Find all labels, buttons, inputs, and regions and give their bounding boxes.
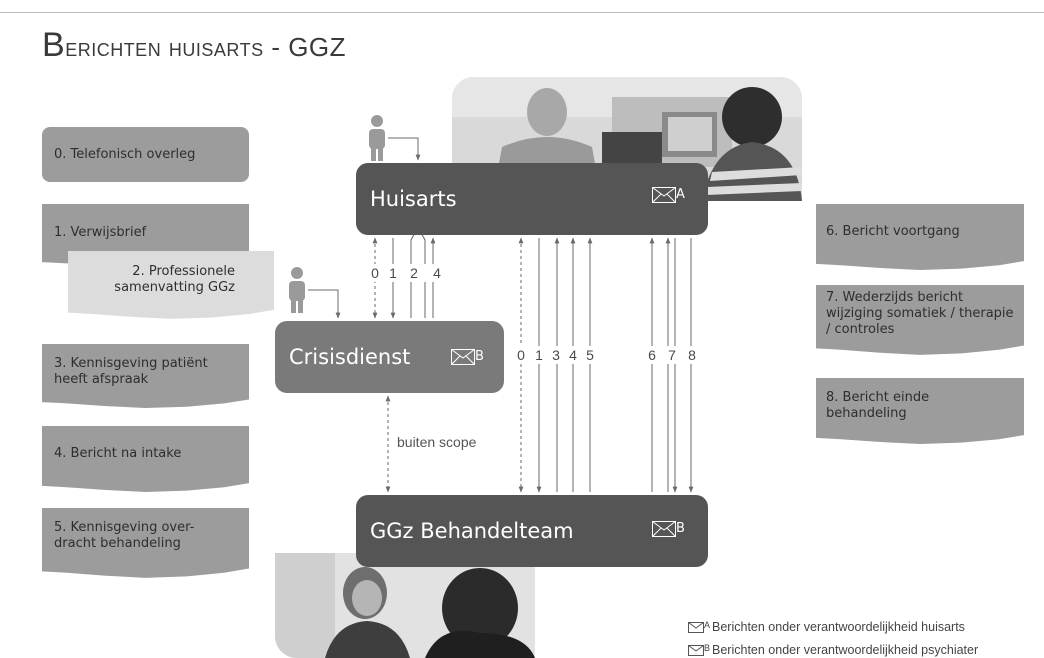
ggz-behandelteam-box: GGz Behandelteam B [356,495,708,567]
huisarts-box: Huisarts A [356,163,708,235]
flow-number-label: 1 [389,265,397,281]
envelope-icon: A [652,187,685,203]
envelope-icon [688,645,704,656]
flow-number-label: 4 [569,347,577,363]
envelope-icon [688,622,704,633]
envelope-icon: B [652,521,685,537]
page-title: Berichten huisarts - GGZ [42,26,347,64]
envelope-icon: B [451,349,484,365]
note-0-telefonisch-overleg: 0. Telefonisch overleg [42,127,249,182]
note-8-bericht-einde-behandeling: 8. Bericht einde behandeling [816,378,1024,444]
note-5-kennisgeving-overdracht: 5. Kennisgeving over-dracht behandeling [42,508,249,578]
scope-label: buiten scope [397,434,477,450]
flow-number-label: 4 [433,265,441,281]
crisisdienst-box: Crisisdienst B [275,321,504,393]
flow-number-label: 3 [552,347,560,363]
crisis-flow-labels: 0 1 2 4 [366,264,442,282]
legend-item-b: B Berichten onder verantwoordelijkheid p… [688,643,978,657]
crisisdienst-label: Crisisdienst [289,345,411,369]
legend-item-a: A Berichten onder verantwoordelijkheid h… [688,620,965,634]
flow-number-label: 6 [648,347,656,363]
flow-number-label: 2 [410,265,418,281]
note-7-wederzijds-bericht: 7. Wederzijds bericht wijziging somatiek… [816,285,1024,355]
person-icon-left [289,267,305,313]
ggz-behandelteam-label: GGz Behandelteam [370,519,574,543]
note-2-professionele-samenvatting: 2. Professionele samenvatting GGz [68,251,274,319]
photo-therapy [275,553,535,658]
note-3-kennisgeving-afspraak: 3. Kennisgeving patiënt heeft afspraak [42,344,249,409]
flow-number-label: 5 [586,347,594,363]
flow-number-label: 7 [668,347,676,363]
flow-number-label: 0 [371,265,379,281]
flow-number-label: 0 [517,347,525,363]
flow-number-label: 1 [535,347,543,363]
top-rule [0,12,1044,13]
note-4-bericht-na-intake: 4. Bericht na intake [42,426,249,492]
note-6-bericht-voortgang: 6. Bericht voortgang [816,204,1024,270]
direct-flow-labels: 0 1 3 4 5 6 7 8 [514,346,700,364]
huisarts-label: Huisarts [370,187,457,211]
flow-number-label: 8 [688,347,696,363]
person-icon-top [369,115,385,161]
